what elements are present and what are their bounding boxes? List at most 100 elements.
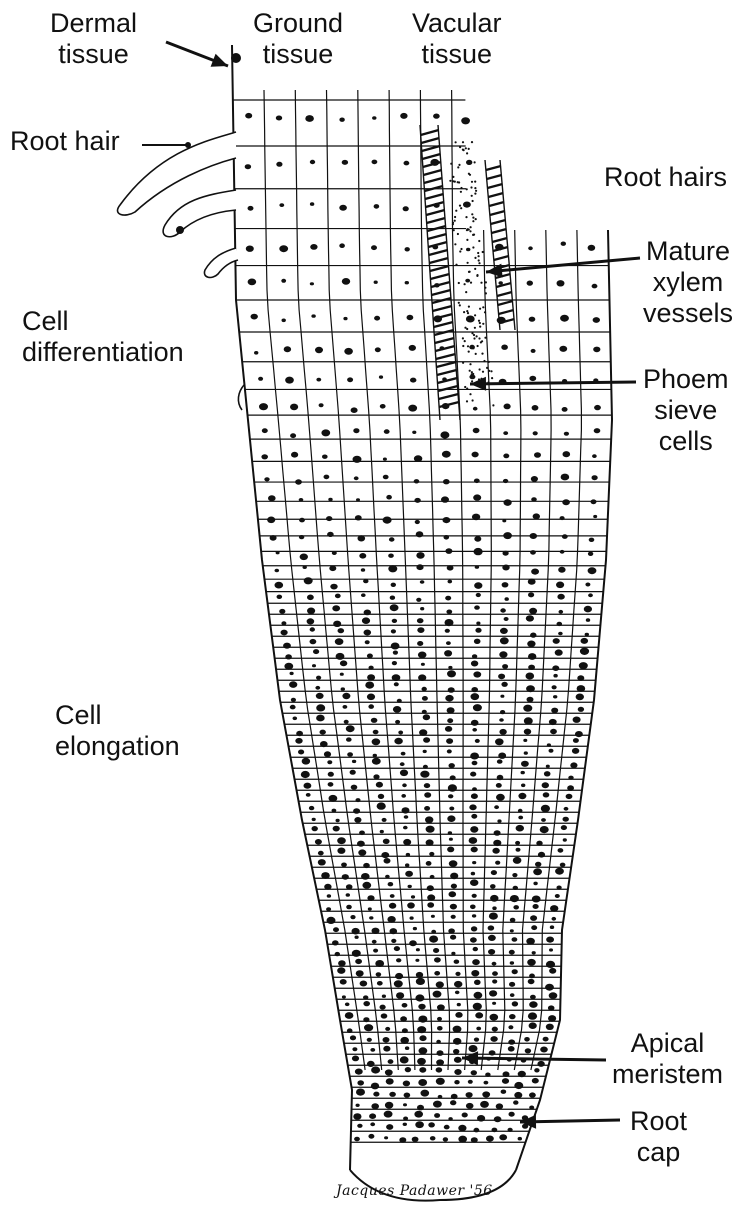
nucleus <box>526 615 534 621</box>
nucleus <box>347 752 353 757</box>
nucleus <box>535 862 541 867</box>
nucleus <box>532 405 539 411</box>
nucleus <box>355 936 359 939</box>
nucleus <box>533 904 539 909</box>
nucleus <box>337 837 346 844</box>
nucleus <box>367 895 374 901</box>
nucleus <box>472 452 479 458</box>
xylem-thickening <box>430 266 449 271</box>
phloem-dot <box>466 188 468 190</box>
nucleus <box>343 317 347 320</box>
nucleus <box>476 1027 481 1031</box>
nucleus <box>471 687 478 692</box>
nucleus <box>332 809 337 813</box>
nucleus <box>338 628 345 633</box>
phloem-dot <box>471 380 473 382</box>
nucleus <box>450 873 458 880</box>
nucleus <box>473 494 481 500</box>
nucleus <box>454 1057 462 1063</box>
nucleus <box>593 515 597 518</box>
nucleus <box>315 347 323 353</box>
nucleus <box>502 582 509 587</box>
nucleus <box>416 948 420 951</box>
nucleus <box>329 566 336 572</box>
nucleus <box>530 995 536 1000</box>
nucleus <box>524 1037 530 1042</box>
nucleus <box>436 1040 441 1044</box>
nucleus <box>455 991 460 995</box>
nucleus <box>503 479 508 483</box>
nucleus <box>403 1123 407 1126</box>
nucleus <box>393 706 401 713</box>
nucleus <box>321 429 330 436</box>
nucleus <box>521 761 529 767</box>
nucleus <box>385 1102 393 1109</box>
nucleus <box>275 582 284 589</box>
nucleus <box>291 698 296 702</box>
phloem-dot <box>472 217 474 219</box>
nucleus <box>363 1001 370 1006</box>
nucleus <box>276 551 280 554</box>
nucleus <box>353 456 362 463</box>
nucleus <box>386 495 392 500</box>
nucleus <box>312 818 316 821</box>
nucleus <box>277 595 283 599</box>
xylem-thickening <box>429 258 448 263</box>
nucleus <box>332 605 340 611</box>
nucleus <box>473 671 481 677</box>
nucleus <box>416 972 423 978</box>
nucleus <box>403 826 408 830</box>
nucleus <box>254 351 258 355</box>
nucleus <box>340 979 347 985</box>
xylem-thickening <box>499 310 514 314</box>
nucleus <box>405 863 409 867</box>
nucleus <box>412 1137 419 1142</box>
nucleus <box>365 640 370 644</box>
xylem-thickening <box>497 292 512 296</box>
nucleus <box>285 377 294 384</box>
phloem-dot <box>471 141 473 143</box>
nucleus <box>496 783 502 788</box>
nucleus <box>374 316 380 321</box>
nucleus <box>560 315 569 322</box>
nucleus <box>577 685 586 692</box>
nucleus <box>377 802 386 809</box>
nucleus <box>503 454 509 459</box>
nucleus <box>562 407 568 412</box>
nucleus <box>490 884 496 889</box>
nucleus <box>279 609 285 614</box>
nucleus <box>527 697 534 703</box>
nucleus <box>555 868 564 875</box>
nucleus <box>533 882 537 886</box>
label-ground-tissue: Ground tissue <box>253 8 343 70</box>
nucleus <box>320 741 328 747</box>
nucleus <box>513 886 518 890</box>
nucleus <box>374 204 380 209</box>
nucleus <box>550 729 557 734</box>
nucleus <box>421 1090 430 1097</box>
phloem-dot <box>474 161 476 163</box>
nucleus <box>445 548 452 554</box>
nucleus <box>408 405 417 412</box>
nucleus <box>259 403 268 410</box>
xylem-thickening <box>486 166 501 170</box>
nucleus <box>368 704 374 709</box>
xylem-thickening <box>487 175 502 179</box>
phloem-dot <box>480 341 482 343</box>
nucleus <box>592 284 598 289</box>
nucleus <box>361 593 366 597</box>
nucleus <box>471 720 479 726</box>
nucleus <box>264 477 269 481</box>
nucleus <box>449 807 454 811</box>
artist-signature: Jacques Padawer '56 <box>336 1183 493 1199</box>
phloem-dot <box>474 181 476 183</box>
nucleus <box>494 1116 502 1122</box>
nucleus <box>573 738 579 743</box>
nucleus <box>384 1136 388 1139</box>
nucleus <box>290 705 296 710</box>
nucleus <box>518 816 523 820</box>
nucleus <box>463 202 471 208</box>
nucleus <box>261 454 268 459</box>
nucleus <box>413 927 417 930</box>
nucleus <box>383 1046 390 1052</box>
